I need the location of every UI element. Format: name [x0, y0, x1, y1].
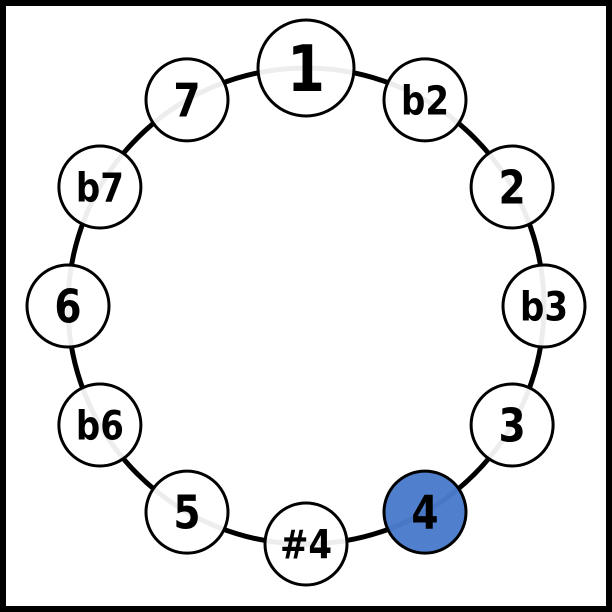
note-node-sharp4: #4 [263, 501, 349, 587]
node-circle [382, 57, 468, 143]
note-node-b6: b6 [57, 382, 143, 468]
node-circle [501, 263, 587, 349]
note-label: 7 [173, 74, 200, 128]
node-circle [144, 57, 230, 143]
node-circle [469, 382, 555, 468]
note-node-b3: b3 [501, 263, 587, 349]
highlighted-node-circle [382, 469, 468, 555]
note-label: b7 [76, 165, 124, 211]
note-node-b2: b2 [382, 57, 468, 143]
note-node-4: 4 [382, 469, 468, 555]
note-label: 3 [499, 400, 526, 454]
note-label: 4 [411, 487, 438, 541]
note-node-3: 3 [469, 382, 555, 468]
node-circle [263, 501, 349, 587]
note-label: 6 [54, 281, 81, 335]
circle-ring [65, 65, 547, 547]
node-circle [57, 144, 143, 230]
note-nodes: 1 b2 2 b3 3 4 #4 5 b6 6 b7 7 [25, 18, 587, 587]
note-label: b2 [401, 78, 449, 124]
note-node-1: 1 [256, 18, 356, 118]
node-circle [144, 469, 230, 555]
note-label: #4 [280, 522, 332, 568]
node-circle [256, 18, 356, 118]
note-node-7: 7 [144, 57, 230, 143]
note-node-6: 6 [25, 263, 111, 349]
note-node-5: 5 [144, 469, 230, 555]
node-circle [25, 263, 111, 349]
note-node-2: 2 [469, 144, 555, 230]
note-label: 2 [499, 162, 526, 216]
note-label: b3 [520, 284, 568, 330]
note-label: b6 [76, 403, 124, 449]
note-label: 1 [287, 33, 325, 107]
node-circle [469, 144, 555, 230]
node-circle [57, 382, 143, 468]
note-label: 5 [173, 487, 200, 541]
note-node-b7: b7 [57, 144, 143, 230]
